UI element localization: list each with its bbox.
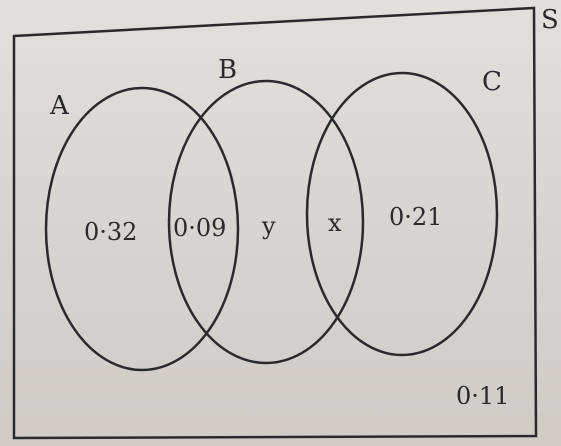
sample-space-rectangle [12, 6, 538, 440]
set-a-label: A [49, 91, 70, 121]
set-b-label: B [218, 55, 237, 85]
set-c-label: C [482, 67, 502, 97]
sample-space-label: S [541, 5, 559, 35]
set-c-ellipse [305, 71, 499, 357]
region-a-only-value: 0·32 [84, 218, 137, 246]
region-a-and-b-value: 0·09 [173, 214, 226, 242]
set-a-ellipse [44, 86, 240, 372]
region-outside-value: 0·11 [456, 382, 509, 410]
set-b-ellipse [167, 79, 365, 365]
region-b-and-c-value: x [328, 209, 342, 237]
region-c-only-value: 0·21 [389, 203, 442, 231]
region-b-only-value: y [261, 212, 276, 240]
